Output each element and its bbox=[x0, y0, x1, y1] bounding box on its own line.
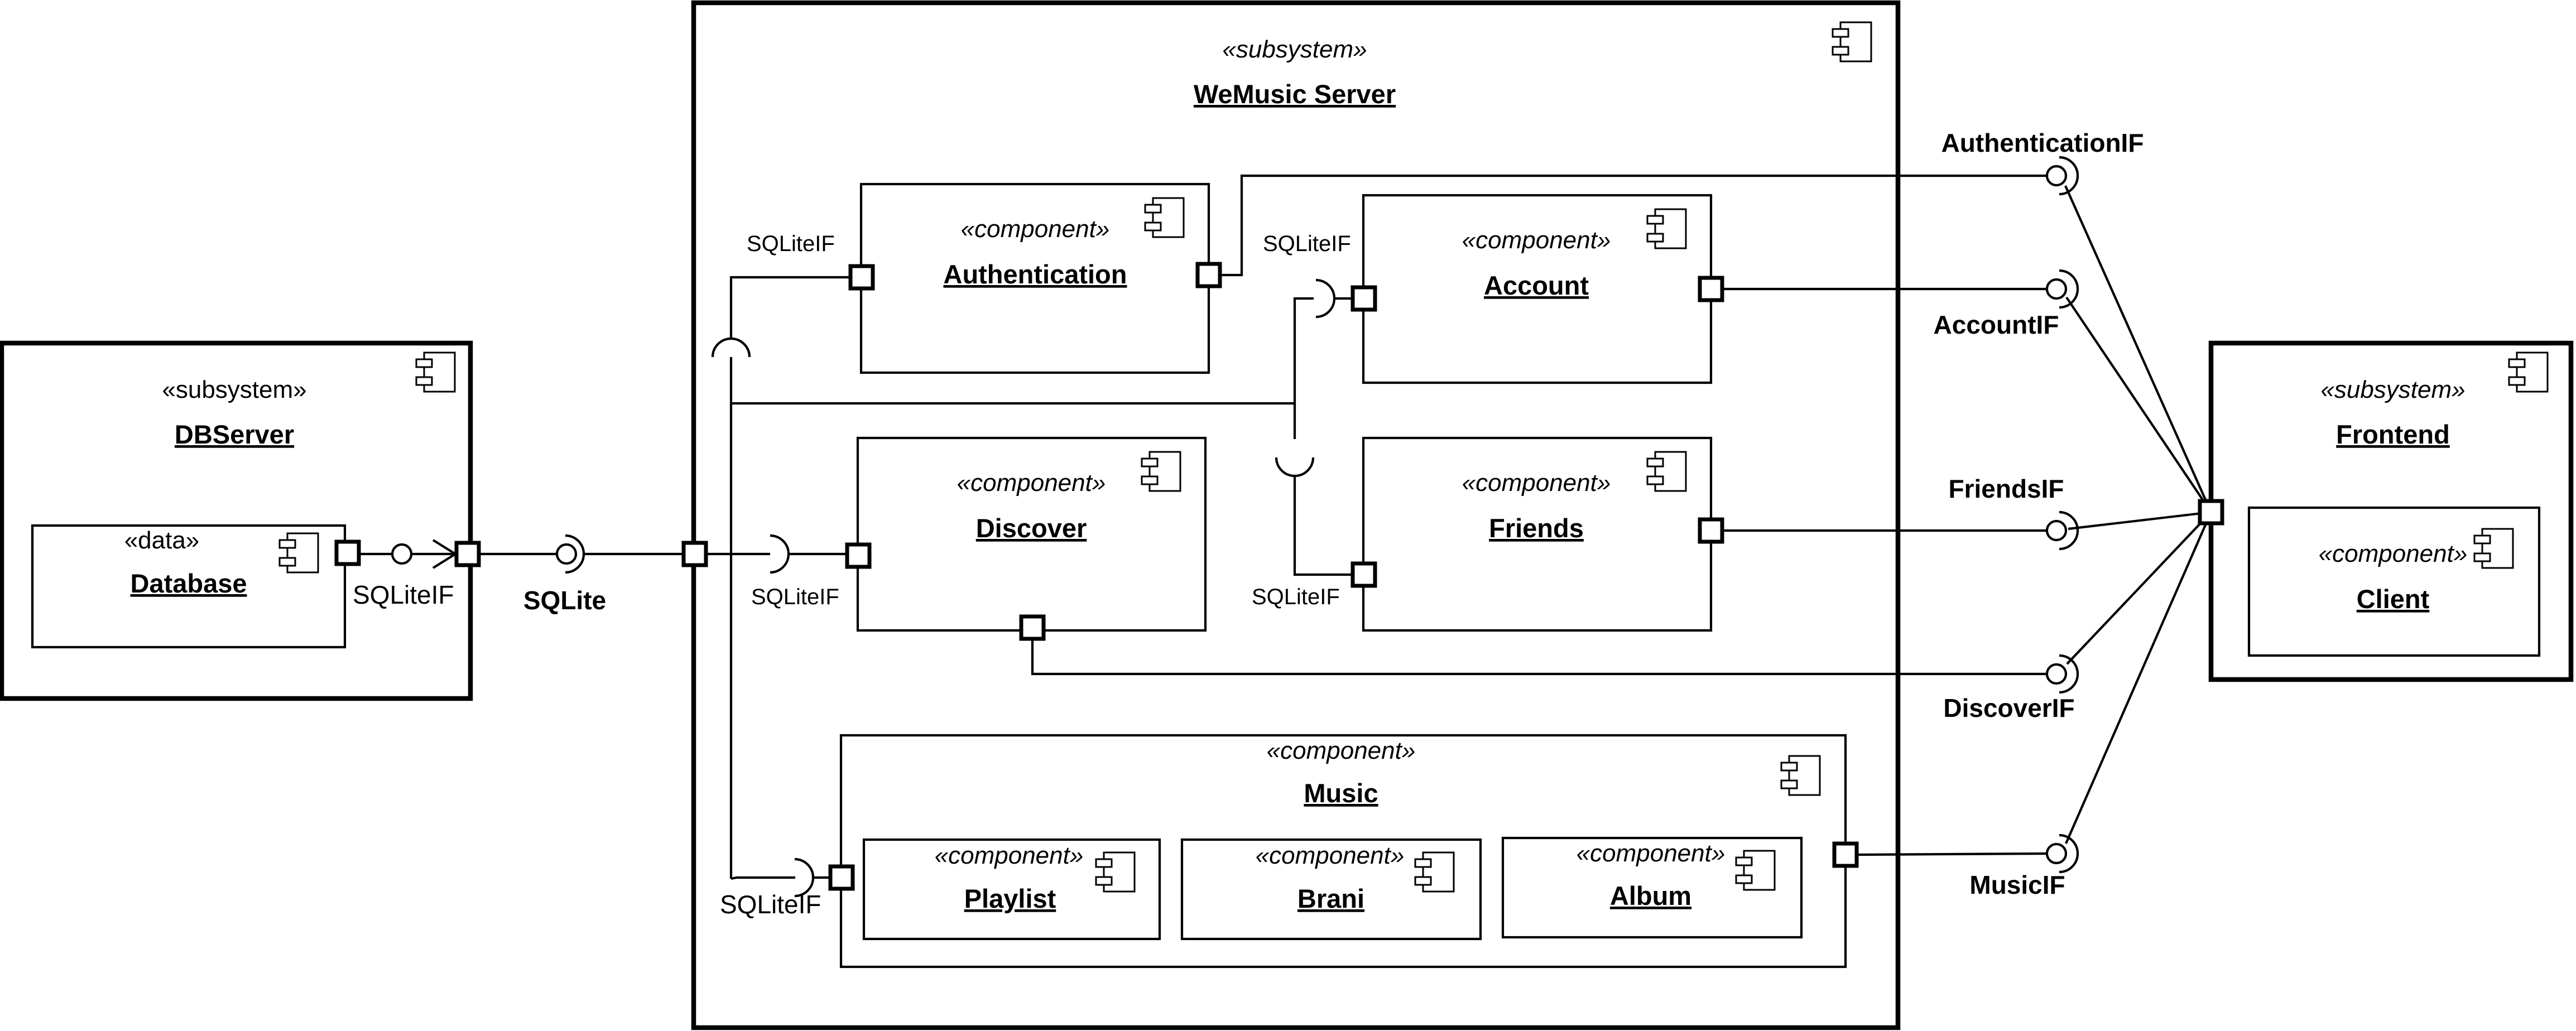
account-sqlite-port[interactable] bbox=[1351, 285, 1377, 312]
client-stereotype: «component» bbox=[2319, 540, 2468, 567]
album-stereotype: «component» bbox=[1577, 840, 1726, 867]
brani-name: Brani bbox=[1297, 884, 1364, 913]
sqlite-ball bbox=[555, 543, 578, 565]
discover-name: Discover bbox=[976, 513, 1087, 543]
authentication-stereotype: «component» bbox=[961, 215, 1110, 243]
database-port-label: SQLiteIF bbox=[353, 580, 454, 609]
authentication-sqliteif-label: SQLiteIF bbox=[747, 232, 835, 256]
account-component[interactable]: «component» Account bbox=[1362, 194, 1713, 384]
friends-sqliteif-label: SQLiteIF bbox=[1252, 585, 1340, 609]
authenticationif-label: AuthenticationIF bbox=[1941, 128, 2144, 157]
music-stereotype: «component» bbox=[1267, 737, 1416, 764]
friendsif-label: FriendsIF bbox=[1948, 474, 2064, 503]
music-sqliteif-label: SQLiteIF bbox=[720, 890, 821, 919]
authentication-component[interactable]: «component» Authentication bbox=[859, 182, 1210, 374]
account-sqliteif-label: SQLiteIF bbox=[1263, 232, 1351, 256]
client-component[interactable]: «component» Client bbox=[2247, 506, 2541, 657]
playlist-name: Playlist bbox=[964, 884, 1056, 913]
friends-component[interactable]: «component» Friends bbox=[1362, 436, 1713, 632]
frontend-name: Frontend bbox=[2336, 420, 2450, 449]
sqlite-socket bbox=[565, 534, 585, 574]
friends-stereotype: «component» bbox=[1462, 469, 1611, 497]
friends-sqlite-port[interactable] bbox=[1351, 561, 1377, 588]
sqlite-label: SQLite bbox=[523, 586, 606, 615]
musicif-label: MusicIF bbox=[1969, 870, 2065, 899]
frontend-stereotype: «subsystem» bbox=[2320, 376, 2465, 403]
friends-if-port[interactable] bbox=[1698, 517, 1724, 544]
discoverif-label: DiscoverIF bbox=[1943, 693, 2074, 722]
wemusic-stereotype: «subsystem» bbox=[1222, 36, 1367, 63]
database-component[interactable]: «data» Database bbox=[31, 524, 347, 649]
accountif-socket bbox=[2059, 269, 2079, 309]
discover-stereotype: «component» bbox=[957, 469, 1106, 497]
database-stereotype: «data» bbox=[124, 527, 200, 554]
authentication-sqlite-port[interactable] bbox=[848, 264, 875, 291]
frontend-port[interactable] bbox=[2198, 499, 2224, 526]
accountif-label: AccountIF bbox=[1934, 310, 2059, 339]
brani-component[interactable]: «component» Brani bbox=[1180, 838, 1482, 941]
database-name: Database bbox=[131, 569, 247, 598]
brani-stereotype: «component» bbox=[1256, 842, 1405, 869]
account-stereotype: «component» bbox=[1462, 227, 1611, 254]
album-name: Album bbox=[1610, 881, 1691, 910]
friendsif-socket bbox=[2059, 510, 2079, 551]
discover-if-port[interactable] bbox=[1019, 614, 1046, 641]
playlist-stereotype: «component» bbox=[935, 842, 1084, 869]
authentication-name: Authentication bbox=[944, 259, 1127, 289]
discover-component[interactable]: «component» Discover bbox=[856, 436, 1207, 632]
database-port[interactable] bbox=[334, 539, 361, 566]
music-sqlite-port[interactable] bbox=[828, 864, 855, 891]
music-if-port[interactable] bbox=[1832, 841, 1859, 868]
wemusic-sqlite-port[interactable] bbox=[681, 541, 708, 567]
album-component[interactable]: «component» Album bbox=[1501, 836, 1803, 939]
authenticationif-socket bbox=[2059, 156, 2079, 196]
dbserver-port[interactable] bbox=[454, 541, 481, 567]
musicif-socket bbox=[2059, 834, 2079, 874]
music-name: Music bbox=[1304, 778, 1378, 808]
friends-name: Friends bbox=[1489, 513, 1584, 543]
authentication-if-port[interactable] bbox=[1195, 262, 1222, 288]
client-name: Client bbox=[2357, 584, 2430, 614]
wemusic-name: WeMusic Server bbox=[1194, 79, 1396, 109]
discover-sqliteif-label: SQLiteIF bbox=[751, 585, 839, 609]
discover-sqlite-port[interactable] bbox=[845, 542, 872, 569]
account-name: Account bbox=[1484, 271, 1589, 300]
dbserver-name: DBServer bbox=[175, 420, 294, 449]
dbserver-stereotype: «subsystem» bbox=[162, 376, 306, 403]
account-if-port[interactable] bbox=[1698, 276, 1724, 302]
sqliteif-provided-ball bbox=[391, 543, 413, 565]
playlist-component[interactable]: «component» Playlist bbox=[862, 838, 1161, 941]
discoverif-socket bbox=[2059, 654, 2079, 694]
